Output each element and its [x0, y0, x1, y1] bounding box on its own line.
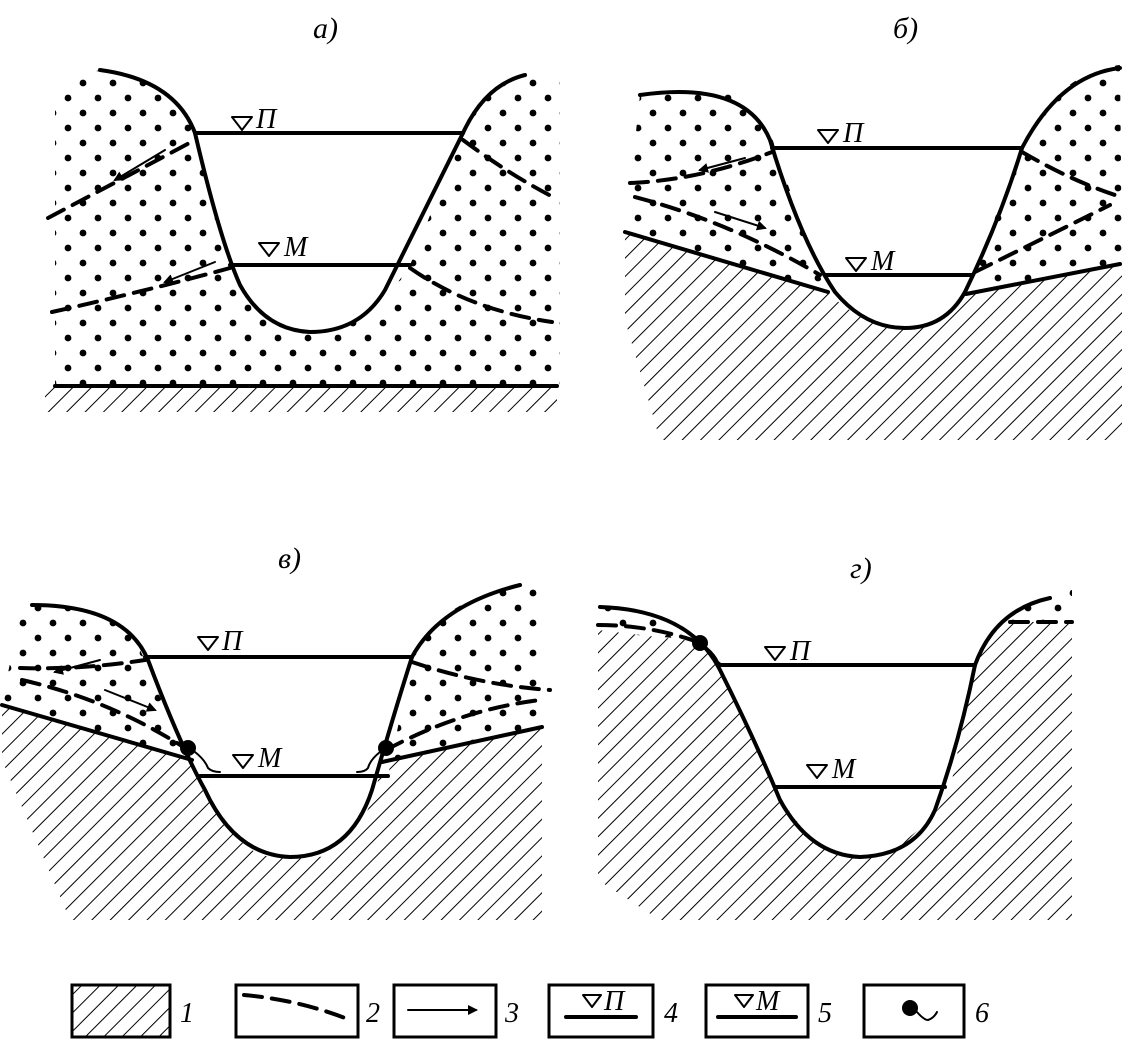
legend-level-text: П [603, 986, 626, 1017]
panel-v-low-level-marker-icon [232, 754, 254, 769]
legend-number: 5 [818, 998, 832, 1029]
legend-number: 6 [975, 998, 989, 1029]
panel-b-groundwater-lower-left [633, 195, 822, 277]
panel-b-groundwater-lower-right [973, 203, 1112, 274]
panel-a-low-level-label: М [283, 232, 309, 263]
legend-dashed-line-icon [242, 993, 352, 1022]
spring-icon [356, 740, 394, 773]
panel-g-low-level-marker-icon [806, 764, 828, 779]
legend-item-4: П 4 [547, 983, 678, 1039]
panel-v-label: в) [278, 542, 301, 575]
panel-g-bedrock [598, 622, 1072, 920]
panel-v-groundwater-lower-right [384, 698, 542, 752]
panel-b-label: б) [893, 12, 918, 45]
panel-a-groundwater-lower-left [50, 266, 232, 314]
panel-b-bedrock [625, 232, 1122, 440]
legend-number: 3 [504, 998, 519, 1029]
legend-item-2: 2 [234, 983, 380, 1039]
panel-b-groundwater-upper-left [628, 150, 774, 185]
legend-number: 2 [366, 998, 380, 1029]
legend-level-marker-icon [582, 994, 602, 1008]
panel-v: в) П М [0, 542, 552, 920]
panel-v-sand-left [2, 604, 190, 760]
panel-a-flood-level-label: П [255, 104, 278, 135]
panel-b: б) П М [623, 12, 1122, 440]
panel-g-flood-level-marker-icon [764, 646, 786, 661]
spring-icon [902, 1000, 938, 1021]
panel-b-flow-arrow [698, 157, 746, 173]
panel-a-bedrock [45, 386, 557, 412]
panel-b-flood-level-label: П [842, 118, 865, 149]
panel-g: г) П М [596, 552, 1074, 920]
panel-a-groundwater-lower-right [408, 266, 554, 324]
legend-item-5: М 5 [704, 983, 832, 1039]
panel-v-low-level-label: М [257, 743, 283, 774]
panel-b-flow-arrow [714, 211, 767, 231]
panel-g-flood-level-label: П [789, 636, 812, 667]
panel-a-sand-left [55, 70, 310, 386]
legend: 1 2 3 П 4 М 5 [70, 983, 989, 1039]
panel-v-groundwater-lower-left [20, 678, 187, 750]
panel-b-groundwater-upper-right [1020, 150, 1117, 197]
spring-icon [180, 740, 221, 773]
panel-g-groundwater-left [596, 623, 700, 644]
panel-v-groundwater-upper-left [18, 658, 147, 671]
legend-number: 4 [664, 998, 678, 1029]
legend-item-3: 3 [392, 983, 519, 1039]
panel-v-flow-arrow [104, 689, 157, 712]
spring-icon [692, 635, 731, 667]
legend-hatch-rock-icon [70, 983, 172, 1039]
panel-g-sand-right [1000, 590, 1072, 622]
panel-b-low-level-marker-icon [845, 257, 867, 272]
panel-a-groundwater-upper-right [461, 138, 557, 200]
panel-a-flow-arrow [163, 261, 216, 284]
panel-v-bedrock-top-left [0, 703, 194, 762]
legend-level-text: М [755, 986, 781, 1017]
panel-g-low-level-label: М [831, 754, 857, 785]
legend-level-marker-icon [734, 994, 754, 1008]
legend-item-1: 1 [70, 983, 194, 1039]
panel-a-low-level-marker-icon [258, 242, 280, 257]
panel-b-sand-left [625, 89, 825, 290]
panel-b-low-level-label: М [870, 246, 896, 277]
panel-a-flood-level-marker-icon [231, 116, 253, 131]
panel-v-sand-right [382, 585, 542, 762]
panel-b-bedrock-top-right [964, 262, 1122, 296]
legend-item-6: 6 [862, 983, 989, 1039]
panel-v-groundwater-upper-right [410, 660, 552, 692]
panel-v-bedrock [2, 705, 542, 920]
panel-b-bedrock-top-left [623, 230, 830, 294]
legend-number: 1 [180, 998, 194, 1029]
panel-a-label: а) [313, 12, 338, 45]
panel-v-flood-level-marker-icon [197, 636, 219, 651]
panel-a-flow-arrow [113, 149, 166, 182]
panel-v-bedrock-top-right [380, 725, 544, 764]
panel-b-flood-level-marker-icon [817, 129, 839, 144]
panel-a: а) П М [45, 12, 560, 412]
panel-g-sand-left [598, 606, 700, 640]
panel-v-flow-arrow [53, 659, 101, 675]
panel-b-sand-right [965, 65, 1122, 295]
panel-g-label: г) [850, 552, 872, 585]
panel-v-flood-level-label: П [221, 626, 244, 657]
